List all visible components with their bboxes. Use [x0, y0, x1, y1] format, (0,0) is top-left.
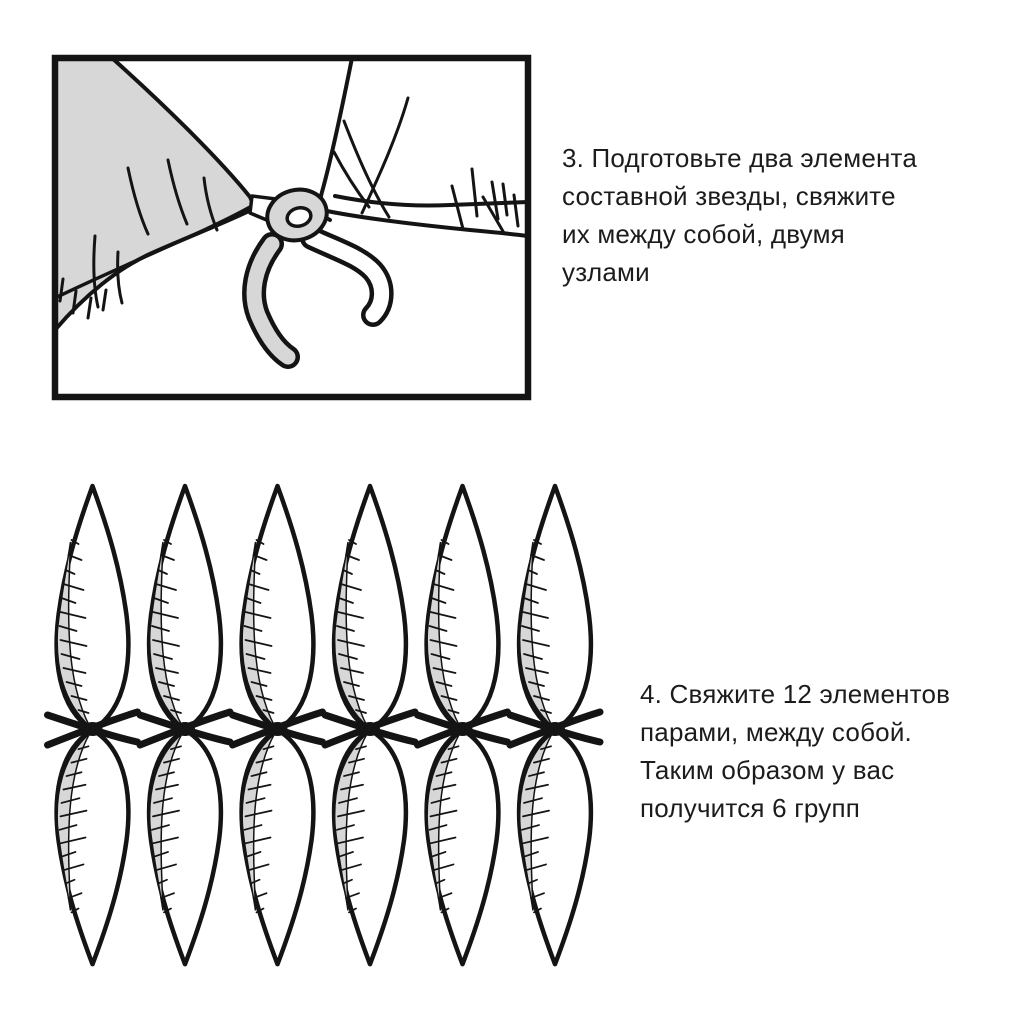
right-balloon-wrinkles — [332, 96, 520, 235]
step-3-line: составной звезды, свяжите — [562, 181, 896, 211]
step-3-line: их между собой, двумя — [562, 219, 845, 249]
left-balloon-wrinkles — [58, 158, 219, 320]
step-4-text: 4. Свяжите 12 элементов парами, между со… — [640, 675, 950, 827]
balloon-pair — [233, 486, 323, 964]
left-balloon — [53, 56, 257, 332]
step-3-line: 3. Подготовьте два элемента — [562, 143, 918, 173]
left-balloon-crease — [53, 205, 252, 300]
knot-detail-illustration — [51, 54, 532, 401]
balloon-pair — [325, 486, 415, 964]
balloon-pair — [418, 486, 508, 964]
pairs-illustration — [48, 486, 601, 964]
balloon-pair — [48, 486, 138, 964]
step-4-line: получится 6 групп — [640, 793, 861, 823]
gray-tail — [246, 236, 296, 365]
step-4-line: Таким образом у вас — [640, 755, 895, 785]
white-tail — [304, 230, 390, 323]
right-balloon-tail-bottom — [320, 208, 530, 238]
knot-ring-hole — [285, 206, 313, 228]
step-3-text: 3. Подготовьте два элемента составной зв… — [562, 139, 917, 291]
step-4-line: 4. Свяжите 12 элементов — [640, 679, 951, 709]
step-3-line: узлами — [562, 257, 650, 287]
balloon-pair — [140, 486, 230, 964]
step-4-line: парами, между собой. — [640, 717, 912, 747]
frame-border — [51, 54, 532, 401]
balloon-pair — [510, 486, 600, 964]
